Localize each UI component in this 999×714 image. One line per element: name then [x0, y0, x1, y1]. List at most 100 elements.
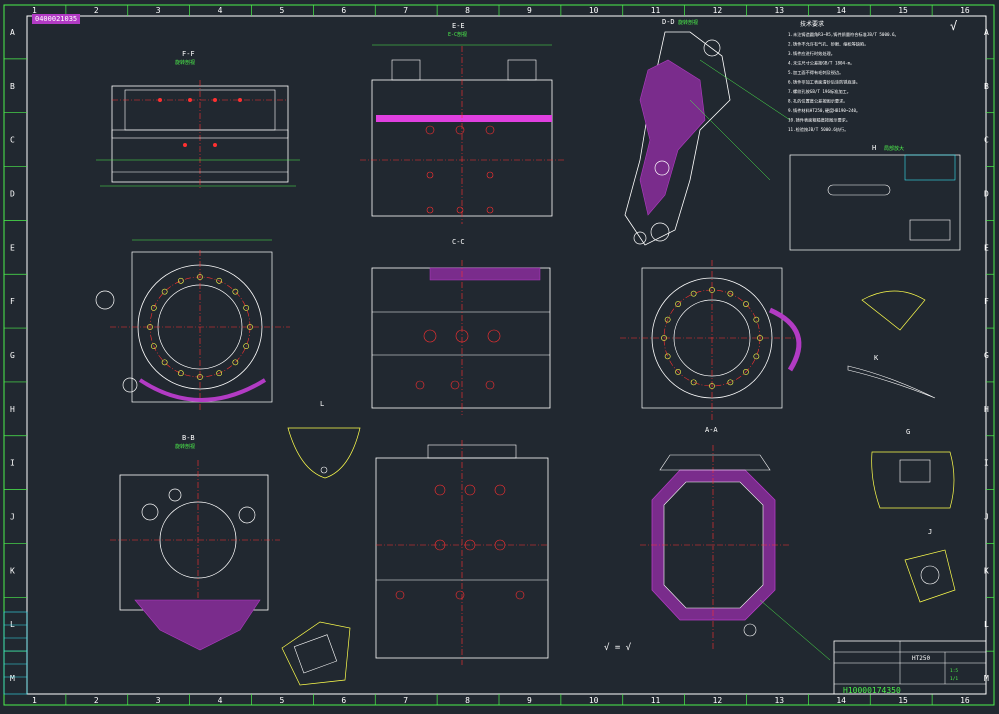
view-top-right-detail: H 局部放大	[789, 144, 961, 251]
bolt-hole	[709, 287, 715, 293]
dd-dim-2	[689, 99, 771, 181]
bolt-hole	[661, 335, 667, 341]
view-front-left	[95, 239, 290, 410]
zone-col-label-top: 3	[156, 6, 161, 15]
zone-row-label-left: K	[10, 566, 15, 575]
note-line: 6.铸件非加工表面清砂后涂防锈底漆。	[788, 79, 860, 86]
zone-row-label-right: J	[984, 513, 989, 522]
bolt-hole	[753, 353, 760, 360]
dd-dim-1	[699, 59, 791, 121]
zone-col-label-top: 9	[527, 6, 532, 15]
bb-bosses	[141, 488, 256, 524]
view-top-right-subtitle: 局部放大	[884, 145, 904, 152]
view-dd: D-D 旋转剖视	[624, 18, 791, 246]
zone-row-label-left: M	[10, 674, 15, 683]
zone-row-label-right: H	[984, 405, 989, 414]
zone-col-label-top: 2	[94, 6, 99, 15]
drawing-number: H10000174350	[843, 686, 901, 695]
bolt-hole	[753, 316, 760, 323]
view-dd-subtitle: 旋转剖视	[678, 19, 698, 26]
zone-row-label-left: C	[10, 136, 15, 145]
zone-col-label-top: 14	[836, 6, 846, 15]
note-line: 8.孔的位置度公差按图示要求。	[788, 98, 847, 105]
zone-row-label-left: L	[10, 620, 15, 629]
note-line: 10.铸件表面粗糙度按图示要求。	[788, 117, 850, 124]
small-detail-shape	[281, 621, 351, 686]
zone-row-label-right: I	[984, 459, 989, 468]
zone-col-label-bottom: 2	[94, 696, 99, 705]
zone-col-label-bottom: 13	[774, 696, 784, 705]
title-block-frame	[833, 640, 987, 695]
bolt-hole	[664, 353, 671, 360]
zone-col-label-top: 7	[403, 6, 408, 15]
view-cc-title: C-C	[452, 238, 465, 246]
bolt-hole	[216, 277, 223, 284]
view-ff-subtitle: 旋转剖视	[175, 59, 195, 66]
zone-col-label-bottom: 8	[465, 696, 470, 705]
bb-body-outline	[119, 474, 269, 611]
j-shape	[904, 549, 956, 603]
view-aa-title: A-A	[705, 426, 718, 434]
title-block-scale: 1:5	[950, 668, 958, 674]
zone-col-label-bottom: 14	[836, 696, 846, 705]
view-ff-title: F-F	[182, 50, 195, 58]
cc-holes	[415, 329, 501, 390]
dd-bosses	[633, 39, 721, 245]
cc-body-outline	[371, 267, 551, 409]
view-bb: B-B 旋转剖视	[110, 434, 280, 651]
zone-col-label-top: 1	[32, 6, 37, 15]
zone-col-label-top: 11	[651, 6, 661, 15]
bolt-hole	[161, 359, 168, 366]
zone-col-label-bottom: 16	[960, 696, 970, 705]
zone-row-label-left: H	[10, 405, 15, 414]
view-aa: A-A	[640, 426, 831, 661]
bolt-hole	[232, 359, 239, 366]
zone-col-label-bottom: 6	[341, 696, 346, 705]
zone-col-label-top: 13	[774, 6, 784, 15]
view-small-detail	[281, 621, 351, 686]
zone-row-label-right: K	[984, 566, 989, 575]
j-hole	[920, 565, 940, 585]
view-top-right-title: H	[872, 144, 876, 152]
zone-col-label-bottom: 5	[279, 696, 284, 705]
fr-bolt-holes	[661, 287, 763, 389]
tr-detail-block	[909, 219, 951, 241]
tr-detail-outline	[789, 154, 961, 251]
view-dd-title: D-D	[662, 18, 675, 26]
zone-col-label-bottom: 4	[218, 696, 223, 705]
top-tag: 0400021035	[32, 14, 81, 24]
zone-col-label-top: 5	[279, 6, 284, 15]
fl-bolt-holes	[147, 274, 253, 380]
roughness-legend: √ = √	[604, 642, 632, 653]
zone-row-label-right: B	[984, 82, 989, 91]
note-line: 4.未注尺寸公差按GB/T 1804-m。	[788, 60, 854, 67]
k-upper-shape	[861, 290, 926, 331]
bolt-hole	[150, 343, 157, 350]
bolt-hole	[709, 383, 715, 389]
view-j: J	[904, 528, 956, 603]
bolt-hole	[243, 304, 250, 311]
title-block-material: HT250	[912, 655, 930, 662]
zone-column-labels: 1122334455667788991010111112121313141415…	[32, 6, 970, 705]
k-lower-shape	[847, 365, 936, 399]
dd-outline	[624, 31, 731, 246]
tr-detail-cyan-box	[904, 154, 956, 181]
aa-top-flange	[659, 454, 771, 471]
view-ee-title: E-E	[452, 22, 465, 30]
bolt-hole	[675, 369, 681, 375]
view-g-title: G	[906, 428, 910, 436]
view-k-title: K	[874, 354, 879, 362]
zone-row-label-right: G	[984, 351, 989, 360]
bolt-hole	[161, 288, 168, 295]
view-bottom-middle	[375, 440, 549, 665]
g-inner-block	[899, 459, 931, 483]
view-bb-title: B-B	[182, 434, 195, 442]
zone-row-label-left: B	[10, 82, 15, 91]
zone-row-label-left: J	[10, 513, 15, 522]
bolt-hole	[757, 335, 763, 341]
bolt-hole	[243, 343, 250, 350]
zone-col-label-top: 4	[218, 6, 223, 15]
zone-col-label-bottom: 1	[32, 696, 37, 705]
title-block: HT250 1:5 1/1 H10000174350	[833, 640, 987, 695]
